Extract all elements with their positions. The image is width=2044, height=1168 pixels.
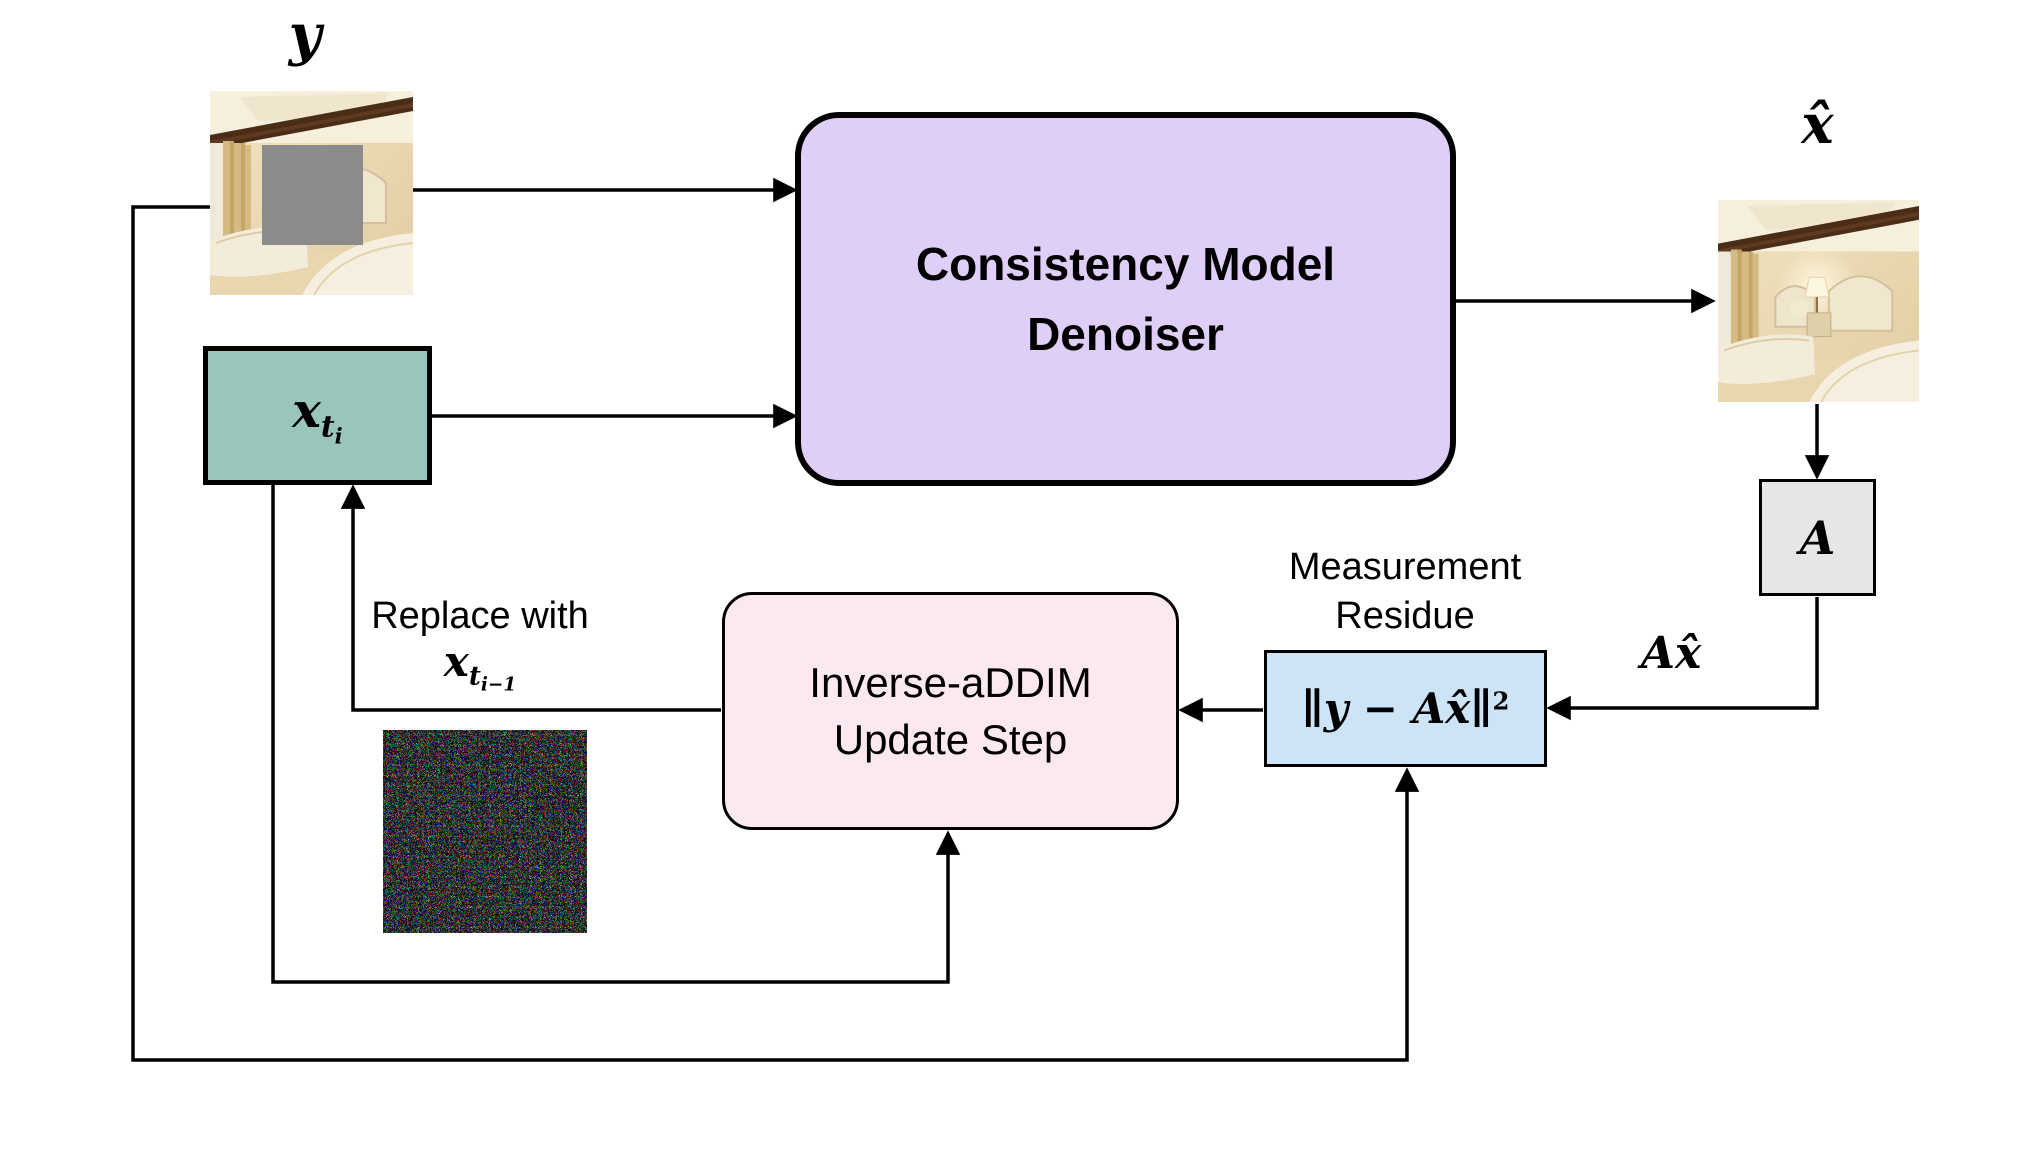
denoiser-label-line1: Consistency Model (915, 238, 1336, 290)
measurement-image (210, 91, 413, 295)
wire-y-to-residual-bottom (131, 205, 1420, 1062)
measurement-residue-caption: Measurement Residue (1250, 543, 1560, 641)
forward-operator-label: A (1799, 510, 1836, 565)
wire-xti-to-update-bottom (271, 485, 961, 984)
ax-hat-label: Ax̂ (1640, 628, 1702, 679)
noise-image (383, 730, 587, 933)
forward-operator-box: A (1759, 479, 1876, 596)
update-label-line1: Inverse-aDDIM (809, 659, 1092, 706)
xti-label: xti (292, 382, 343, 449)
measurement-residue-box: ∥y − Ax̂∥2 (1264, 650, 1547, 767)
xti-box: xti (203, 346, 432, 485)
denoiser-label-line2: Denoiser (1027, 308, 1224, 360)
measurement-residue-caption-line2: Residue (1335, 595, 1475, 637)
reconstruction-image (1716, 200, 1921, 402)
update-label-line2: Update Step (833, 716, 1068, 763)
replace-with-caption: Replace with xti−1 (350, 594, 610, 709)
measurement-residue-caption-line1: Measurement (1288, 546, 1522, 588)
residual-formula: ∥y − Ax̂∥2 (1301, 684, 1510, 733)
arrow-update-to-xti (340, 484, 721, 712)
replace-with-caption-line2: xti−1 (443, 637, 517, 696)
wire-a-to-residual (1546, 597, 1819, 721)
reconstruction-label: x̂ (1801, 92, 1834, 156)
measurement-label: y (288, 2, 322, 68)
inverse-addim-update-box: Inverse-aDDIM Update Step (722, 592, 1179, 830)
consistency-model-denoiser-box: Consistency Model Denoiser (795, 112, 1456, 486)
replace-with-caption-line1: Replace with (371, 595, 589, 637)
